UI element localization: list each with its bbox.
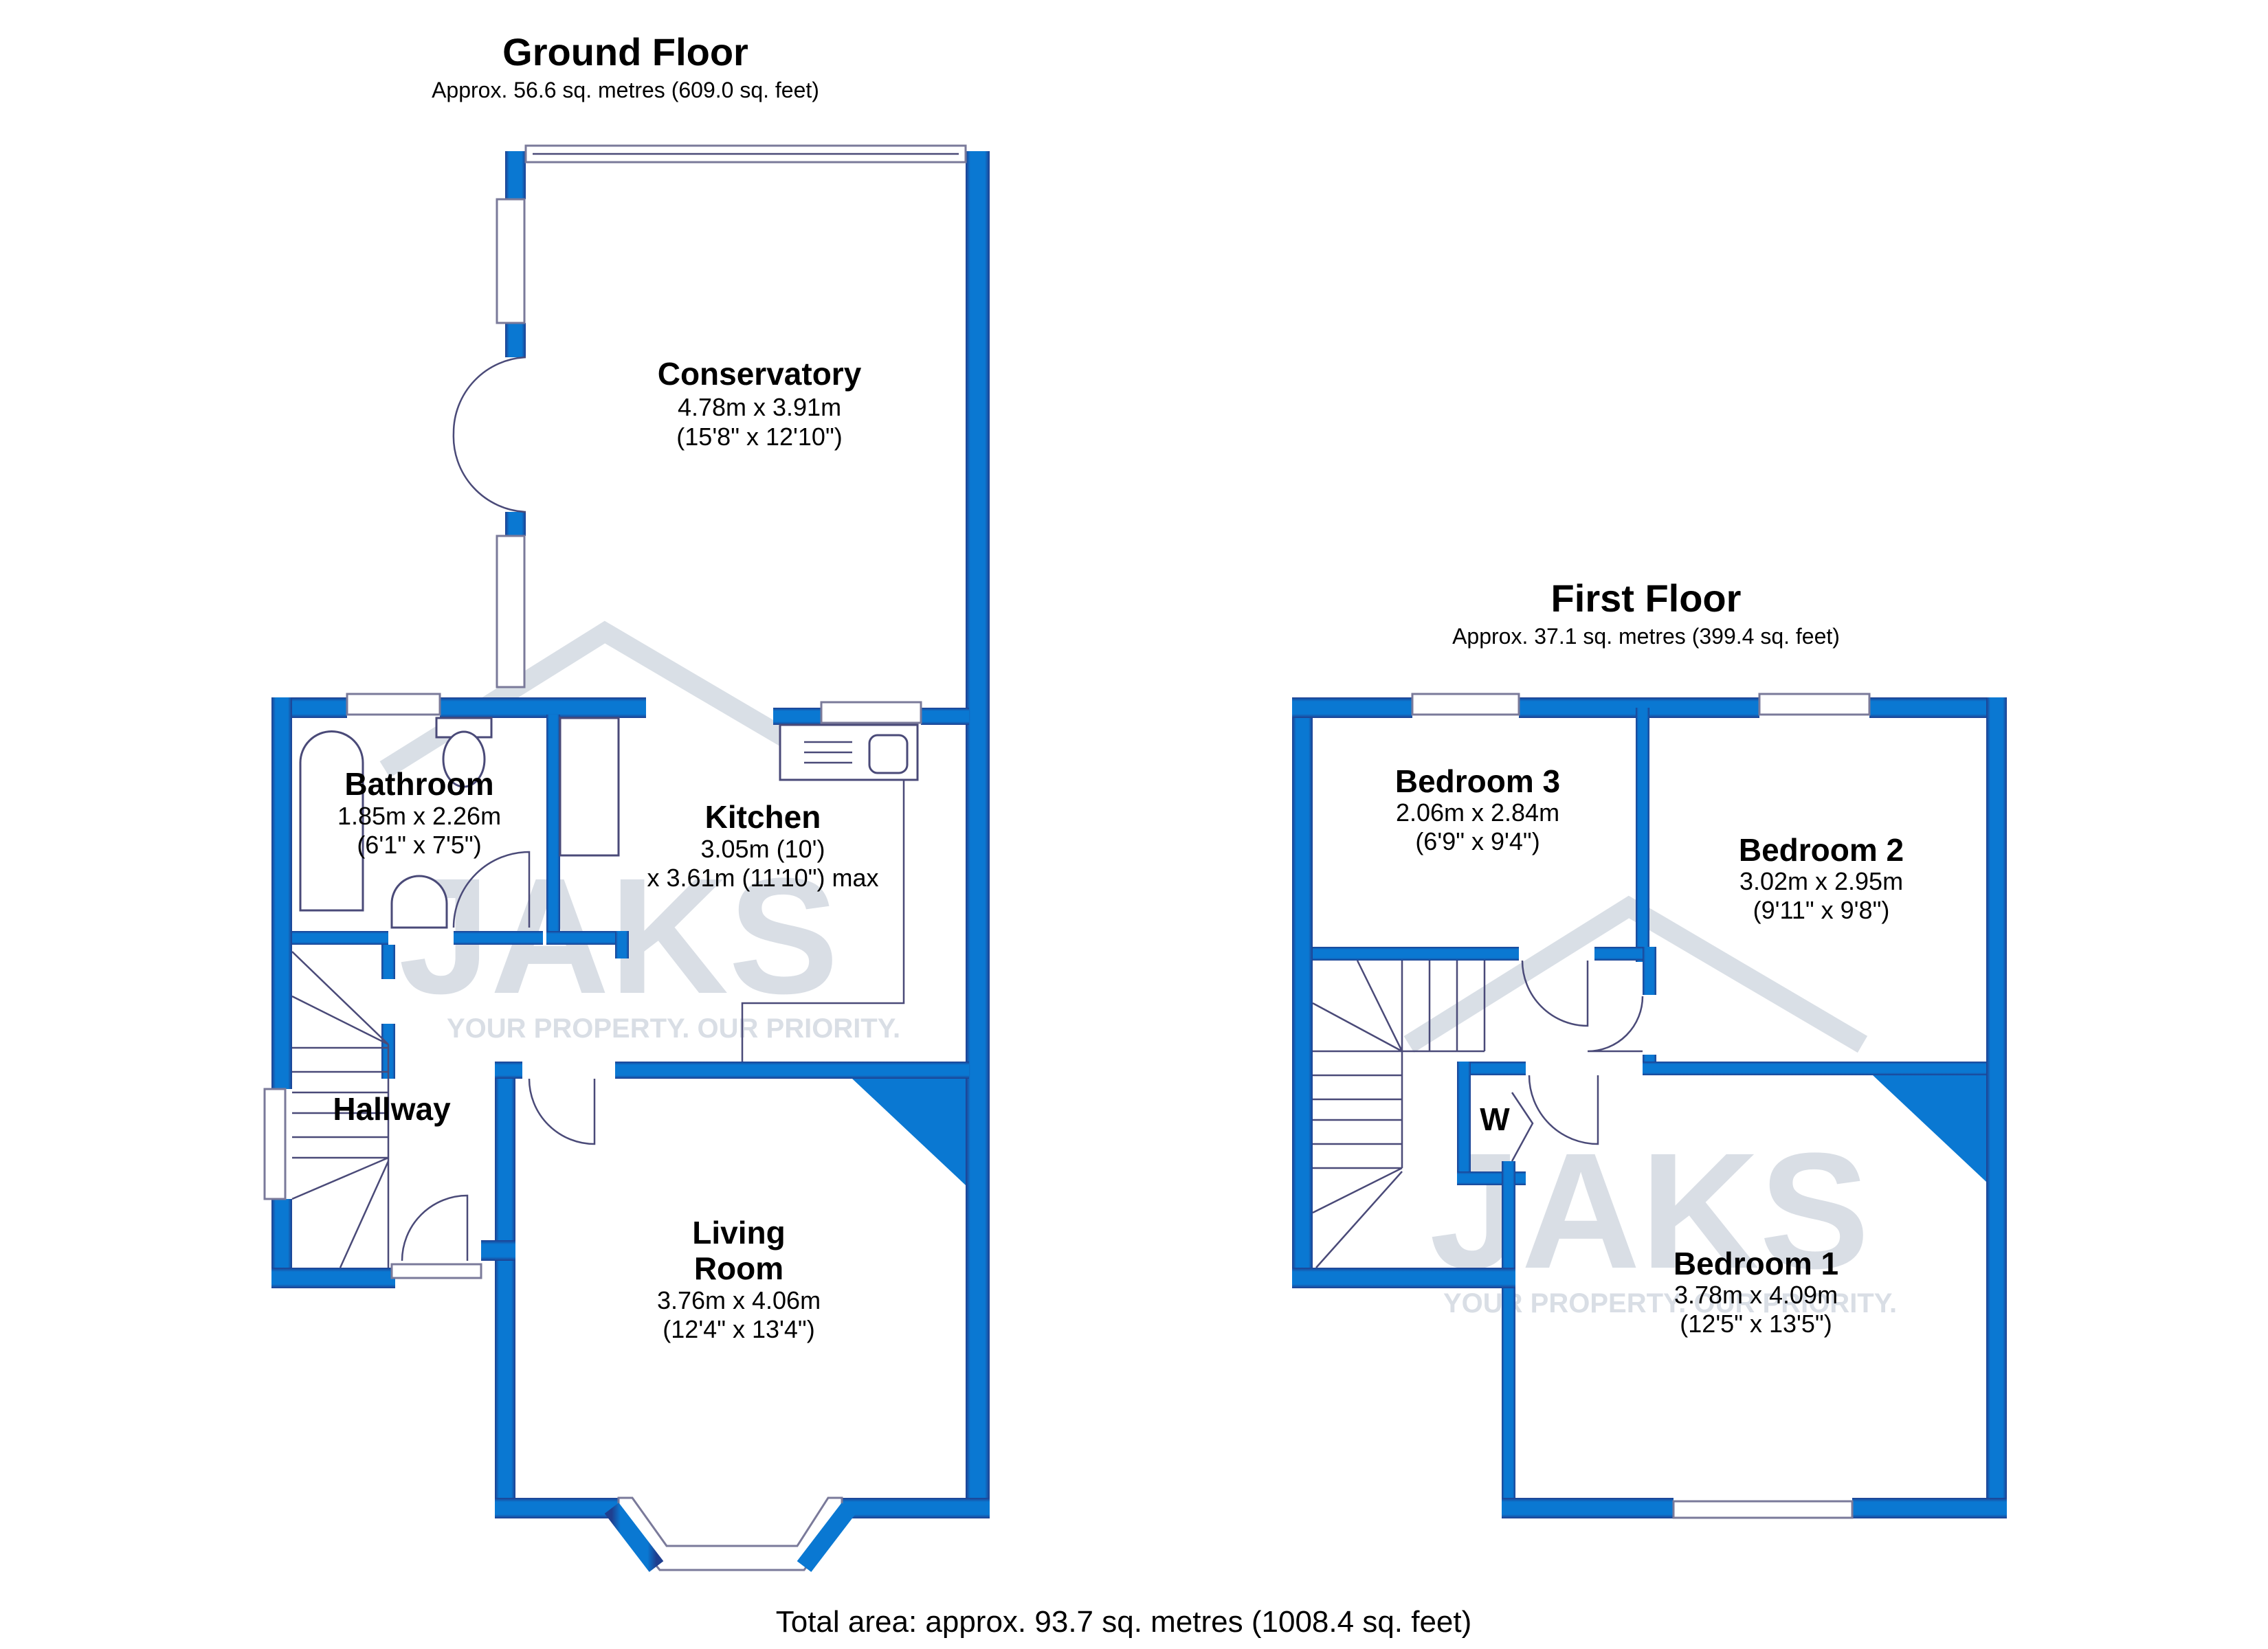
- room-dimensions-imperial: (6'1" x 7'5"): [357, 831, 481, 859]
- total-area: Total area: approx. 93.7 sq. metres (100…: [776, 1605, 1472, 1639]
- room-dimensions-metric: 3.05m (10'): [701, 835, 825, 863]
- first-floor-fixtures: [1312, 693, 1871, 1519]
- room-name: Bedroom 1: [1674, 1246, 1838, 1281]
- bath-icon: [299, 730, 364, 912]
- window-icon: [496, 198, 526, 324]
- basin-icon: [390, 875, 448, 929]
- room-dimensions-metric: 3.78m x 4.09m: [1674, 1281, 1838, 1309]
- room-dimensions-metric: 4.78m x 3.91m: [678, 393, 841, 421]
- door-swing-icon: [1521, 960, 1589, 1027]
- ground-floor-area: Approx. 56.6 sq. metres (609.0 sq. feet): [432, 78, 819, 102]
- window-icon: [1672, 1500, 1854, 1519]
- first-floor-walls: [1292, 697, 2007, 1518]
- room-dimensions-metric: 3.02m x 2.95m: [1739, 867, 1903, 895]
- ground-floor-walls: [271, 151, 990, 1518]
- room-dimensions-imperial: (6'9" x 9'4"): [1415, 827, 1539, 855]
- room-label-bathroom: Bathroom 1.85m x 2.26m (6'1" x 7'5"): [337, 766, 501, 859]
- room-label-conservatory: Conservatory 4.78m x 3.91m (15'8" x 12'1…: [658, 356, 862, 451]
- door-swing-icon: [1528, 1075, 1599, 1145]
- room-name: Bedroom 3: [1395, 763, 1560, 799]
- door-swing-icon: [452, 851, 531, 928]
- room-label-bedroom-2: Bedroom 2 3.02m x 2.95m (9'11" x 9'8"): [1739, 832, 1904, 924]
- room-dimensions-imperial: x 3.61m (11'10") max: [647, 864, 878, 892]
- room-label-bedroom-3: Bedroom 3 2.06m x 2.84m (6'9" x 9'4"): [1395, 763, 1560, 855]
- watermark-tagline: YOUR PROPERTY. OUR PRIORITY.: [447, 1013, 900, 1044]
- room-dimensions-metric: 3.76m x 4.06m: [657, 1286, 821, 1314]
- chimney-breast-icon: [1873, 1075, 1986, 1182]
- first-floor-title: First Floor: [1551, 576, 1742, 620]
- watermark-roof-icon: [1403, 895, 1868, 1053]
- window-icon: [820, 701, 922, 724]
- room-label-wardrobe: W: [1480, 1101, 1510, 1137]
- kitchen-unit: [559, 717, 620, 857]
- door-swing-icon: [452, 356, 526, 513]
- room-label-hallway: Hallway: [333, 1091, 451, 1127]
- room-label-kitchen: Kitchen 3.05m (10') x 3.61m (11'10") max: [647, 799, 878, 892]
- room-dimensions-metric: 2.06m x 2.84m: [1396, 798, 1559, 827]
- room-name: Bedroom 2: [1739, 832, 1904, 868]
- room-dimensions-imperial: (12'5" x 13'5"): [1680, 1310, 1832, 1338]
- window-icon: [263, 1088, 287, 1200]
- door-swing-icon: [401, 1194, 469, 1261]
- ground-floor-fixtures: [263, 144, 967, 1572]
- window-icon: [496, 535, 526, 688]
- room-dimensions-imperial: (15'8" x 12'10"): [676, 423, 842, 451]
- room-name: Conservatory: [658, 356, 862, 392]
- staircase-icon: [1312, 960, 1486, 1268]
- room-name: Kitchen: [705, 799, 821, 835]
- first-floor-area: Approx. 37.1 sq. metres (399.4 sq. feet): [1452, 624, 1840, 649]
- room-name: Room: [694, 1250, 783, 1286]
- door-swing-icon: [528, 1078, 596, 1145]
- window-icon: [1758, 693, 1871, 716]
- room-dimensions-metric: 1.85m x 2.26m: [337, 802, 501, 830]
- chimney-breast-icon: [852, 1079, 966, 1185]
- room-name: Bathroom: [344, 766, 493, 802]
- window-icon: [346, 693, 441, 716]
- room-dimensions-imperial: (9'11" x 9'8"): [1753, 896, 1890, 924]
- watermark-tagline: YOUR PROPERTY. OUR PRIORITY.: [1443, 1288, 1897, 1319]
- room-name: Living: [692, 1215, 785, 1250]
- staircase-icon: [291, 951, 390, 1268]
- room-label-bedroom-1: Bedroom 1 3.78m x 4.09m (12'5" x 13'5"): [1674, 1246, 1838, 1338]
- window-icon: [1411, 693, 1520, 716]
- ground-floor-title: Ground Floor: [502, 30, 748, 74]
- wardrobe-door-icon: [1511, 1092, 1534, 1162]
- front-door: [390, 1263, 482, 1279]
- door-swing-icon: [1587, 996, 1644, 1053]
- room-label-living-room: Living Room 3.76m x 4.06m (12'4" x 13'4"…: [657, 1215, 821, 1343]
- room-dimensions-imperial: (12'4" x 13'4"): [663, 1315, 814, 1343]
- room-name: Hallway: [333, 1091, 451, 1127]
